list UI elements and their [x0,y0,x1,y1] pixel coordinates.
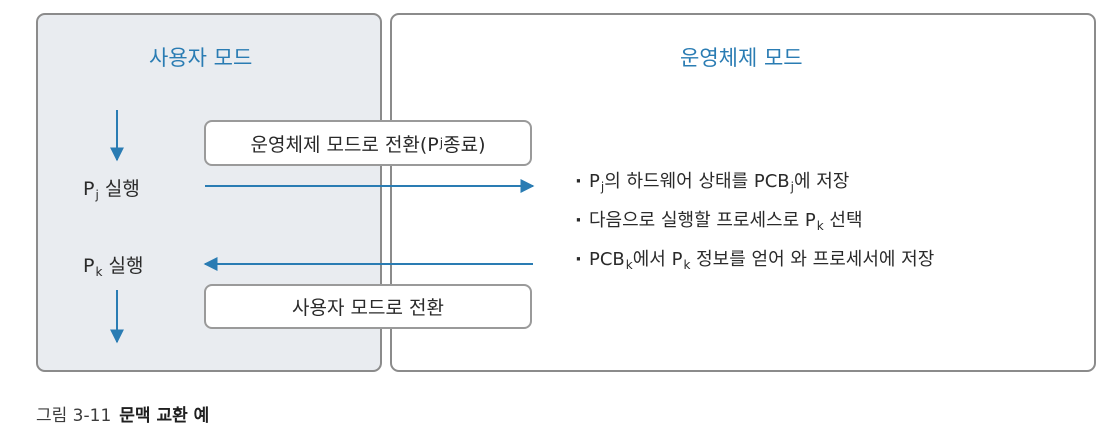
step-text: PCB [589,249,625,270]
step-text: 정보를 얻어 와 프로세서에 저장 [690,249,935,270]
proc-k-label: Pk 실행 [83,255,144,279]
step-text: 다음으로 실행할 프로세스로 P [589,210,816,231]
os-mode-title: 운영체제 모드 [680,46,803,70]
switch-to-user-label: 사용자 모드로 전환 [204,284,532,329]
step-item: ·Pj의 하드웨어 상태를 PCBj에 저장 [575,167,934,206]
bullet-dot: · [575,210,582,231]
step-text: 선택 [823,210,863,231]
subscript: j [600,180,605,194]
step-text: 의 하드웨어 상태를 PCB [604,171,790,192]
figure-title: 문맥 교환 예 [119,406,210,426]
subscript: k [625,258,633,272]
figure-caption: 그림 3-11 문맥 교환 예 [36,401,209,426]
step-text: P [589,171,600,192]
subscript: k [683,258,691,272]
subscript: k [816,219,824,233]
step-item: · 다음으로 실행할 프로세스로 Pk 선택 [575,206,934,245]
proc-j-label: Pj 실행 [83,178,140,202]
user-mode-title: 사용자 모드 [149,46,253,70]
subscript: j [790,180,794,194]
figure-number: 그림 3-11 [36,406,112,426]
step-item: ·PCBk에서 Pk 정보를 얻어 와 프로세서에 저장 [575,245,934,284]
bullet-dot: · [575,171,582,192]
step-text: 에 저장 [793,171,850,192]
context-switch-steps: ·Pj의 하드웨어 상태를 PCBj에 저장·다음으로 실행할 프로세스로 Pk… [575,167,934,284]
step-text: 에서 P [632,249,683,270]
bullet-dot: · [575,249,582,270]
